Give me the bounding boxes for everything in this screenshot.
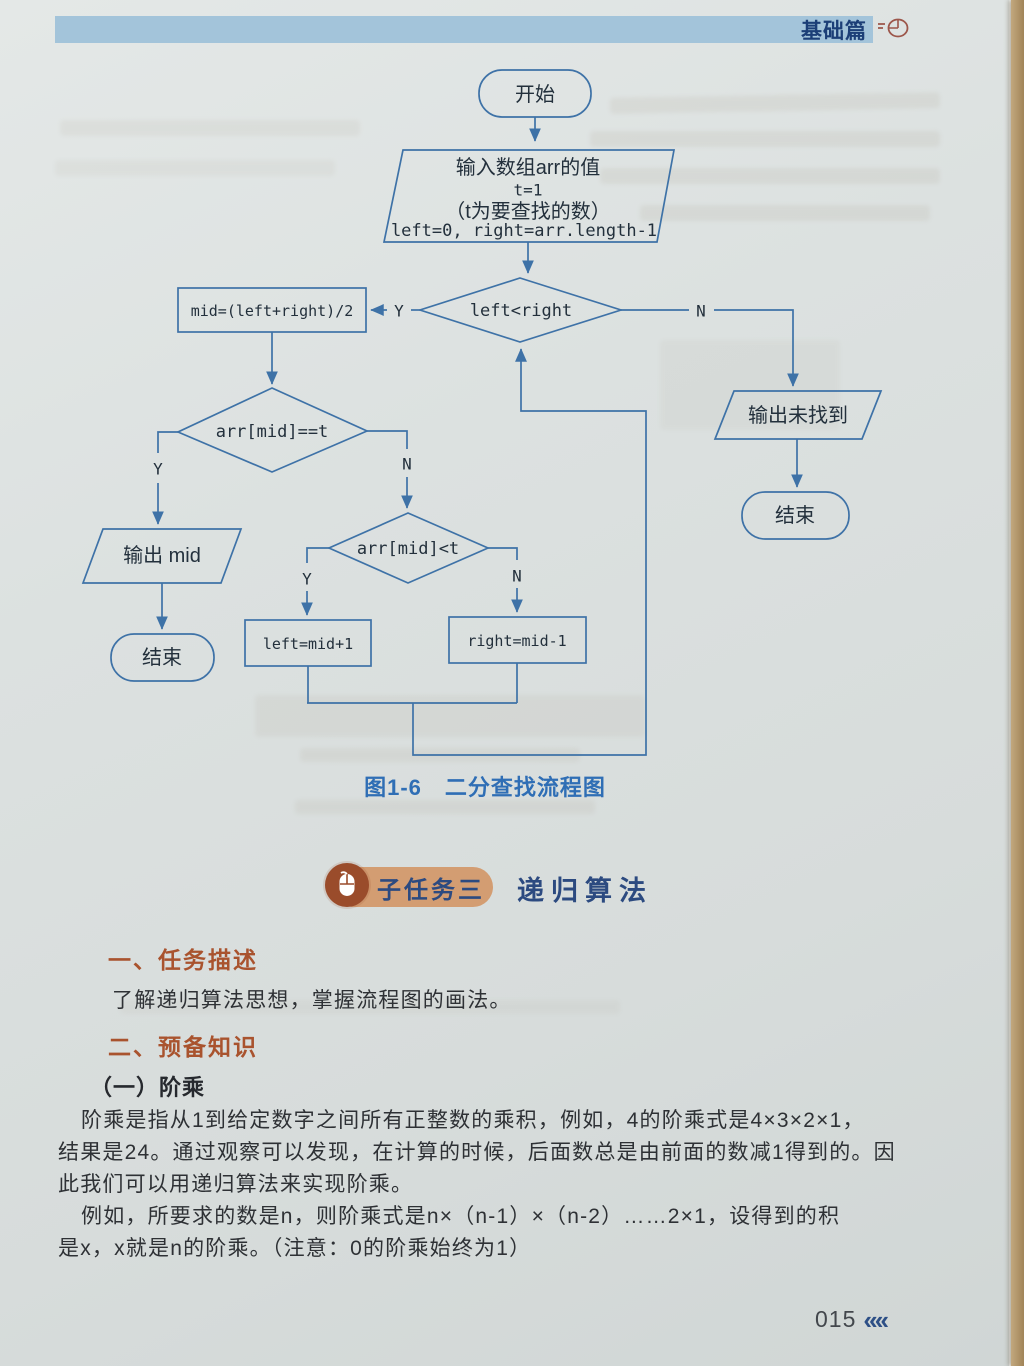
binary-search-flowchart: 开始 输入数组arr的值 t=1 （t为要查找的数） left=0, right…	[81, 69, 883, 756]
flow-output-notfound-node	[713, 390, 883, 440]
desk-edge	[1011, 0, 1024, 1366]
page-edge	[1009, 0, 1011, 1366]
flow-label-yes: Y	[153, 460, 163, 479]
flow-connector	[306, 547, 329, 563]
chevrons-icon: ‹‹‹‹	[863, 1304, 889, 1335]
page-number: 015	[815, 1306, 857, 1332]
subtask-badge-label: 子任务三	[377, 876, 485, 904]
flow-cond-loop-label: left<right	[470, 301, 572, 321]
flow-cond-less-label: arr[mid]<t	[357, 539, 459, 559]
flow-label-no: N	[696, 302, 706, 321]
bleed-through	[640, 205, 930, 221]
subtask-title: 递归算法	[517, 876, 653, 906]
figure-caption: 图1-6 二分查找流程图	[364, 775, 606, 800]
flow-loopback-connector	[412, 348, 647, 756]
flow-connector	[157, 431, 178, 453]
bleed-through	[600, 168, 940, 184]
page-footer: 015 ‹‹‹‹	[815, 1304, 889, 1335]
flow-connector	[488, 547, 518, 560]
bleed-through	[295, 800, 595, 814]
flow-output-mid-label: 输出 mid	[123, 544, 201, 567]
flow-end-left-node	[110, 633, 215, 682]
flow-output-notfound-label: 输出未找到	[748, 404, 848, 427]
flow-label-no: N	[512, 567, 522, 586]
section-2-heading: 二、预备知识	[108, 1034, 258, 1060]
flow-output-mid-node	[81, 528, 243, 584]
bleed-through	[55, 160, 335, 176]
flow-input-line4: left=0, right=arr.length-1	[391, 221, 657, 241]
paragraph-line: 阶乘是指从1到给定数字之间所有正整数的乘积，例如，4的阶乘式是4×3×2×1，	[81, 1109, 865, 1132]
flow-end-left-label: 结束	[142, 646, 182, 669]
paragraph-line: 结果是24。通过观察可以发现，在计算的时候，后面数总是由前面的数减1得到的。因	[58, 1141, 896, 1164]
flow-end-right-node	[741, 491, 850, 540]
flow-label-no: N	[402, 455, 412, 474]
flow-start-label: 开始	[515, 83, 555, 106]
header-bar: 基础篇	[55, 16, 873, 43]
subtask-badge-circle	[325, 863, 369, 907]
bleed-through	[60, 120, 360, 136]
flow-connector	[714, 309, 799, 387]
bleed-through	[660, 340, 840, 430]
section-1-body: 了解递归算法思想，掌握流程图的画法。	[112, 989, 512, 1012]
paragraph-line: 例如，所要求的数是n，则阶乘式是n×（n-1）×（n-2）……2×1，设得到的积	[81, 1205, 841, 1228]
flow-input-line3: （t为要查找的数）	[445, 200, 611, 223]
bleed-through	[590, 131, 940, 147]
section-1-heading: 一、任务描述	[108, 947, 258, 973]
flow-cond-less-node	[326, 512, 491, 584]
flow-connector	[307, 663, 518, 704]
flow-assign-left-label: left=mid+1	[263, 635, 353, 653]
section-title: 基础篇	[801, 19, 867, 43]
flow-end-right-label: 结束	[775, 504, 815, 527]
flow-assign-right-label: right=mid-1	[467, 632, 566, 650]
mouse-icon	[878, 18, 909, 38]
paragraph-line: 此我们可以用递归算法来实现阶乘。	[58, 1173, 414, 1196]
flow-cond-loop-node	[417, 277, 624, 343]
flow-cond-equal-node	[175, 387, 370, 473]
bleed-through	[255, 695, 645, 737]
bleed-through	[120, 1000, 620, 1014]
flow-mid-label: mid=(left+right)/2	[191, 302, 354, 320]
paragraph-line: 是x，x就是n的阶乘。（注意：0的阶乘始终为1）	[58, 1237, 532, 1260]
subsection-factorial-heading: （一）阶乘	[90, 1075, 206, 1100]
flow-label-yes: Y	[394, 302, 404, 321]
flow-cond-equal-label: arr[mid]==t	[216, 422, 329, 442]
mouse-badge-icon	[339, 871, 355, 896]
flow-input-node	[382, 149, 676, 243]
flow-input-line2: t=1	[514, 181, 543, 200]
flow-input-line1: 输入数组arr的值	[456, 156, 600, 179]
flow-connector	[367, 430, 408, 449]
flow-label-yes: Y	[302, 570, 312, 589]
subtask-badge: 子任务三	[347, 867, 493, 907]
